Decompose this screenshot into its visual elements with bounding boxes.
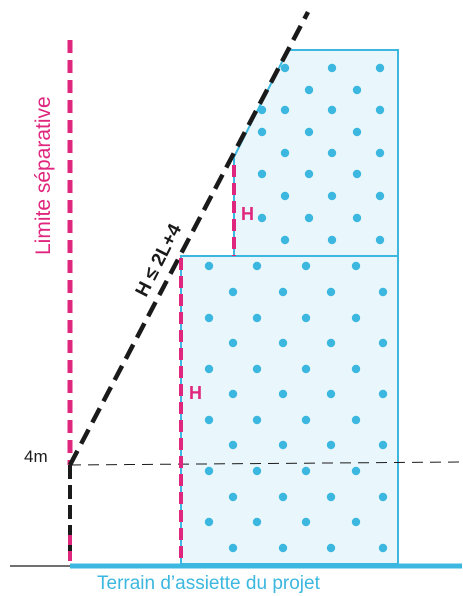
label-h-upper: H — [241, 204, 254, 224]
label-limite-separative: Limite séparative — [32, 96, 55, 255]
envelope-slope-line — [68, 10, 310, 467]
label-h-lower: H — [189, 383, 202, 403]
label-terrain: Terrain d’assiette du projet — [97, 573, 321, 594]
building-lower-block — [180, 255, 399, 565]
building-upper-block — [233, 49, 399, 257]
height-4m-reference-line — [69, 461, 461, 466]
building-dots-upper — [257, 63, 385, 245]
label-height-4m: 4m — [24, 447, 48, 466]
building-dots-lower — [204, 261, 388, 553]
